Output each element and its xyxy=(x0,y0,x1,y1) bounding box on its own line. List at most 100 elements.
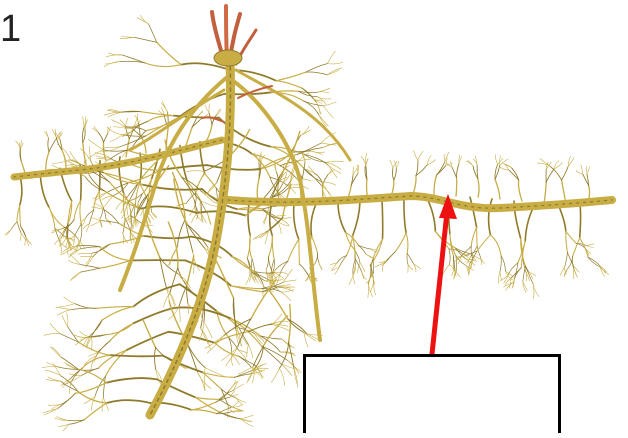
rootlet xyxy=(100,247,130,261)
rootlet xyxy=(53,160,71,163)
rootlet xyxy=(443,265,449,274)
rootlet xyxy=(514,268,522,282)
rootlet xyxy=(108,112,121,117)
rootlet xyxy=(57,417,67,421)
rootlet xyxy=(192,214,197,223)
rootlet xyxy=(250,274,255,283)
rootlet xyxy=(56,307,71,309)
rootlet xyxy=(328,165,337,178)
rootlet xyxy=(312,236,318,253)
rootlet xyxy=(134,37,157,42)
rootlet xyxy=(269,236,273,257)
rootlet xyxy=(20,234,21,241)
rootlet xyxy=(328,62,343,64)
rootlet xyxy=(353,275,355,285)
rootlet xyxy=(395,233,406,252)
rootlet xyxy=(106,55,122,57)
rootlet xyxy=(276,72,306,81)
rootlet xyxy=(140,112,174,116)
rootlet xyxy=(500,272,501,281)
rootlet xyxy=(83,117,84,127)
rootlet xyxy=(392,168,393,180)
rootlet xyxy=(103,147,120,148)
rootlet xyxy=(576,171,583,174)
rootlet xyxy=(94,126,98,132)
rootlet xyxy=(283,280,296,282)
rootlet xyxy=(219,399,234,407)
rootlet xyxy=(232,404,244,407)
rootlet xyxy=(102,398,103,412)
rootlet xyxy=(523,266,526,281)
rootlet xyxy=(61,357,78,369)
rootlet xyxy=(382,200,383,240)
rootlet xyxy=(126,139,129,157)
rootlet xyxy=(303,101,324,106)
rootlet xyxy=(279,368,284,385)
rootlet xyxy=(212,115,217,125)
rootlet xyxy=(60,304,75,307)
rootlet xyxy=(75,383,106,394)
rootlet xyxy=(533,285,534,299)
rootlet xyxy=(279,285,290,286)
shoot-base xyxy=(202,6,272,122)
rootlet xyxy=(327,70,339,75)
rootlet xyxy=(192,119,201,127)
rootlet xyxy=(566,231,576,243)
rootlet xyxy=(456,164,458,178)
rootlet xyxy=(185,220,193,253)
rootlet xyxy=(302,88,316,102)
rootlet xyxy=(49,207,66,228)
rootlet xyxy=(187,342,206,368)
pointer-arrow xyxy=(432,194,457,354)
rootlet xyxy=(107,110,119,112)
rootlet xyxy=(179,307,180,322)
rootlet xyxy=(178,220,186,247)
rootlet xyxy=(91,320,102,337)
rootlet xyxy=(371,282,374,291)
rootlet xyxy=(170,268,178,294)
rootlet xyxy=(361,156,366,164)
rootlet xyxy=(84,403,107,420)
rootlet xyxy=(271,368,279,382)
rootlet xyxy=(138,114,139,123)
rootlet xyxy=(449,249,450,265)
rootlet xyxy=(110,150,128,159)
rootlet xyxy=(100,261,130,269)
rootlet xyxy=(79,342,111,355)
rootlet xyxy=(48,138,49,152)
rootlet xyxy=(452,269,454,276)
rootlet xyxy=(50,347,61,357)
rootlet xyxy=(84,356,96,365)
rootlet xyxy=(107,127,122,135)
rootlet xyxy=(289,304,291,342)
figure-number: 1 xyxy=(0,10,21,48)
rootlet xyxy=(414,151,418,161)
rootlet xyxy=(456,177,457,196)
rootlet xyxy=(301,126,309,135)
rootlet xyxy=(69,159,81,164)
rootlet xyxy=(326,161,343,162)
rootlet xyxy=(17,205,20,222)
rootlet xyxy=(45,370,61,375)
rootlet xyxy=(188,304,189,314)
rootlet xyxy=(437,165,446,175)
rootlet xyxy=(186,127,192,145)
rootlet xyxy=(20,176,22,205)
rootlet xyxy=(125,219,131,233)
rootlet xyxy=(304,333,316,341)
answer-box[interactable] xyxy=(303,354,561,433)
rootlet xyxy=(573,269,574,279)
rootlet xyxy=(222,413,241,419)
rootlet xyxy=(80,224,82,241)
rootlet xyxy=(498,158,504,164)
rootlet xyxy=(501,256,505,271)
rootlet xyxy=(560,267,565,276)
rootlet xyxy=(477,235,491,252)
rootlet xyxy=(518,180,522,201)
rootlet xyxy=(305,155,328,166)
rootlet xyxy=(390,160,393,168)
rootlet xyxy=(156,370,161,385)
rootlet xyxy=(80,268,100,272)
rootlet xyxy=(11,222,17,230)
rootlet xyxy=(149,24,157,42)
